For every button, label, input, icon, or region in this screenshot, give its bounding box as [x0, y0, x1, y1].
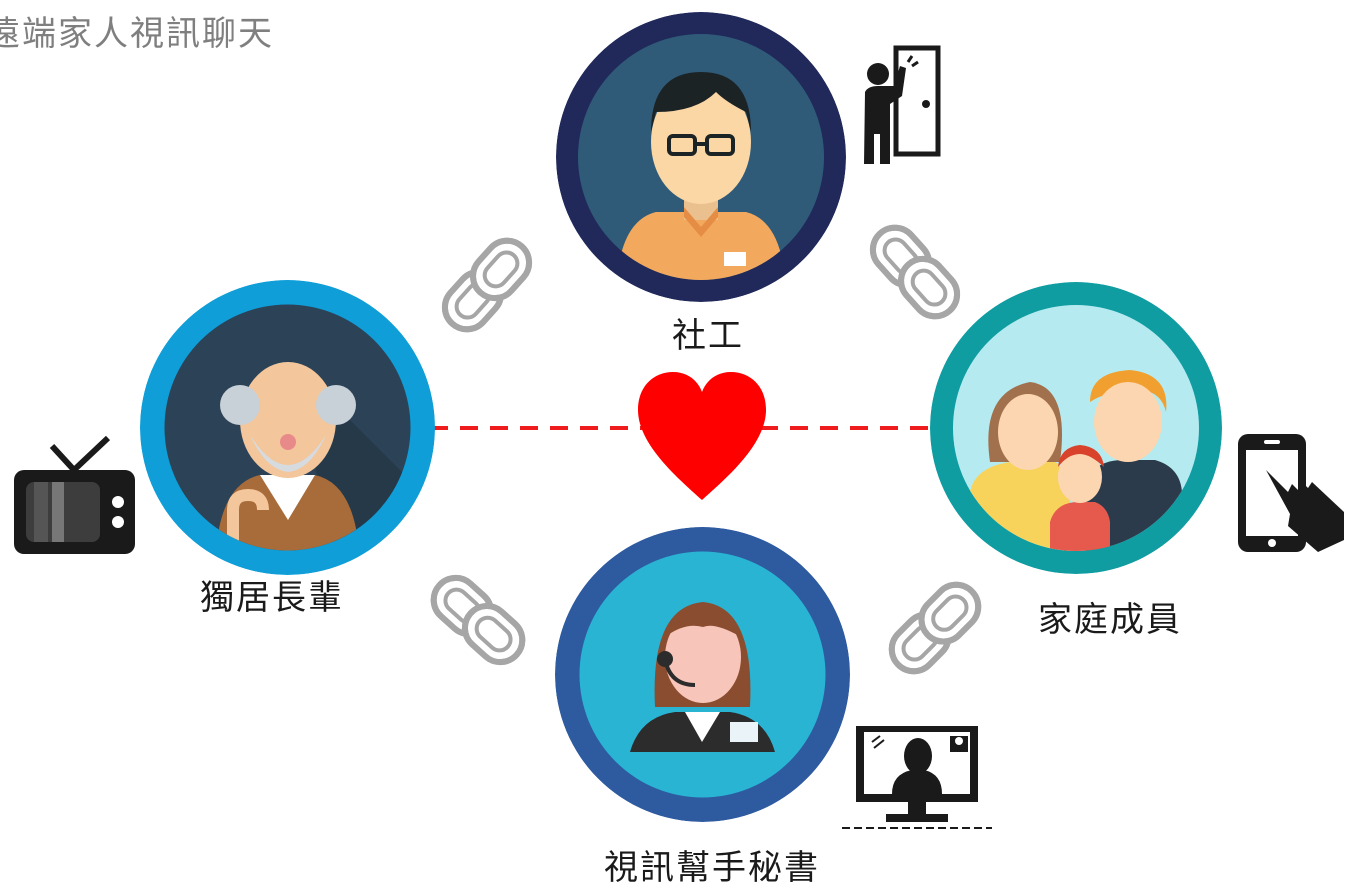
family-label: 家庭成員	[1038, 600, 1182, 640]
assistant-label: 視訊幫手秘書	[604, 848, 820, 888]
heart-icon	[638, 372, 766, 500]
smartphone-touch-icon	[1236, 430, 1348, 554]
assistant-avatar	[555, 527, 850, 822]
video-call-monitor-icon	[842, 722, 992, 830]
family-avatar	[930, 282, 1222, 574]
chain-link-icon	[883, 576, 988, 681]
chain-link-icon	[425, 569, 532, 671]
social-worker-avatar	[556, 12, 846, 302]
elder-label: 獨居長輩	[200, 578, 344, 618]
television-icon	[12, 436, 137, 556]
chain-link-icon	[864, 219, 966, 326]
door-knock-icon	[860, 44, 942, 169]
social-worker-label: 社工	[672, 316, 744, 356]
elder-avatar	[140, 280, 435, 575]
chain-link-icon	[436, 232, 538, 339]
page-title: 遠端家人視訊聊天	[0, 14, 274, 54]
